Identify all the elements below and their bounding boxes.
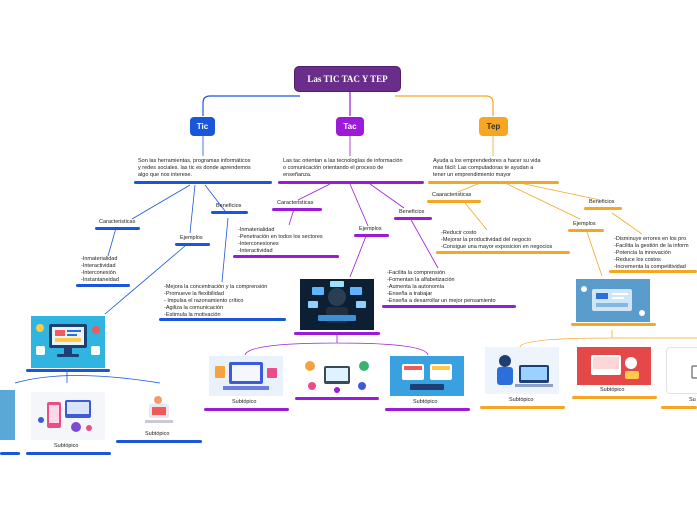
tic-caracteristicas-label[interactable]: Caracteristicas <box>99 219 136 225</box>
tic-description-underline <box>134 181 272 184</box>
tep-caracteristicas-label[interactable]: Caaracteristicas <box>432 192 472 198</box>
link-tac-car-text <box>288 208 295 226</box>
tic-description[interactable]: Son las herramientas, programas informát… <box>138 158 251 178</box>
tic-subtopic-1-image[interactable] <box>31 392 105 440</box>
tep-image-underline <box>571 323 656 326</box>
tep-caracteristicas-underline <box>427 200 481 203</box>
tac-caracteristicas-label[interactable]: Caracteristicas <box>277 200 314 206</box>
link-tep-car <box>457 182 481 193</box>
main-topic-tac[interactable]: Tac <box>336 117 364 136</box>
tac-technology-image[interactable] <box>300 279 374 330</box>
link-tac-img-subs <box>244 334 429 356</box>
tep-description[interactable]: Ayuda a los emprendedores a hacer su vid… <box>433 158 541 178</box>
tep-subtopic-1-image[interactable] <box>485 347 559 394</box>
tac-description-underline <box>278 181 424 184</box>
tic-computer-illustration[interactable] <box>31 316 105 368</box>
tep-ejemplos-label[interactable]: Ejemplos <box>573 221 596 227</box>
tac-caracteristicas-text-underline <box>233 255 339 258</box>
tic-subtopic-2-image[interactable] <box>141 392 176 428</box>
link-tic-car-text <box>107 227 117 257</box>
tep-caracteristicas-text-underline <box>436 251 570 254</box>
root-title-text: Las TIC TAC Y TEP <box>307 74 388 84</box>
tep-subtopic-1-label[interactable]: Subtópico <box>509 397 534 403</box>
tac-caracteristicas-underline <box>272 208 322 211</box>
tic-subtopic-left-image[interactable] <box>0 390 15 440</box>
tac-subtopic-2-underline <box>385 408 470 411</box>
tic-ejemplos-label[interactable]: Ejemplos <box>180 235 203 241</box>
tac-subtopic-1-underline <box>204 408 289 411</box>
root-title[interactable]: Las TIC TAC Y TEP <box>294 66 401 92</box>
link-tac-ben <box>369 183 405 209</box>
tep-caracteristicas-text[interactable]: -Reducir costo -Mejorar la productividad… <box>441 230 553 250</box>
link-tac-ben-text <box>409 217 439 269</box>
tep-subtopic-3-underline <box>661 406 697 409</box>
tep-business-image[interactable] <box>576 279 650 322</box>
link-tep-car-text <box>464 202 488 231</box>
link-tep-eje <box>504 182 581 220</box>
tep-subtopic-2-label[interactable]: Subtópico <box>600 387 625 393</box>
tic-subtopic-left-underline <box>0 452 20 455</box>
tic-subtopic-1-underline <box>26 452 111 455</box>
link-tac-eje <box>349 183 369 227</box>
tac-description[interactable]: Las tac orientan a las tecnologías de in… <box>283 158 403 178</box>
tac-caracteristicas-text[interactable]: -Inmaterialidad -Penetración en todos lo… <box>238 227 323 254</box>
tic-beneficios-text-underline <box>159 318 286 321</box>
link-root-tic <box>202 95 300 116</box>
main-topic-tic[interactable]: Tic <box>190 117 215 136</box>
main-topic-tep[interactable]: Tep <box>479 117 508 136</box>
tep-beneficios-text[interactable]: -Disminuye errores en los pro -Facilita … <box>614 236 689 270</box>
tac-subtopic-2-image[interactable] <box>390 356 464 396</box>
tac-beneficios-label[interactable]: Beneficios <box>399 209 425 215</box>
tep-subtopic-2-underline <box>572 396 657 399</box>
tep-beneficios-label[interactable]: Beneficios <box>589 199 615 205</box>
tic-caracteristicas-text-underline <box>76 284 130 287</box>
tep-beneficios-underline <box>584 207 622 210</box>
link-tep-ben-text <box>611 212 643 235</box>
tac-image-underline <box>294 332 380 335</box>
tic-ejemplos-underline <box>175 243 210 246</box>
tac-center-subimage[interactable] <box>300 356 374 396</box>
tac-subtopic-2-label[interactable]: Subtópico <box>413 399 438 405</box>
link-tic-ben <box>204 184 226 212</box>
tep-ejemplos-underline <box>568 229 604 232</box>
link-tep-ben <box>519 182 601 201</box>
link-tic-ben-text <box>221 217 229 283</box>
tac-beneficios-text[interactable]: -Facilita la comprensión -Fomentan la al… <box>387 270 496 304</box>
tic-beneficios-label[interactable]: Beneficios <box>216 203 242 209</box>
tep-subtopic-3-label[interactable]: Su <box>689 397 696 403</box>
tep-subtopic-2-image[interactable] <box>577 347 651 385</box>
tep-description-underline <box>428 181 559 184</box>
tic-label: Tic <box>196 122 209 131</box>
link-tac-car <box>297 183 331 201</box>
link-tac-eje-img <box>349 235 367 278</box>
tac-center-subimage-underline <box>295 397 379 400</box>
tic-beneficios-underline <box>211 211 248 214</box>
link-tic-img-subs <box>14 370 161 384</box>
tep-beneficios-text-underline <box>609 270 697 273</box>
link-tic-eje-img <box>104 245 186 315</box>
tac-label: Tac <box>343 122 357 131</box>
tic-subtopic-1-label[interactable]: Subtópico <box>54 443 79 449</box>
tep-subtopic-3-image[interactable] <box>666 347 697 394</box>
tic-subtopic-2-label[interactable]: Subtópico <box>145 431 170 437</box>
link-tep-eje-img <box>586 231 603 277</box>
tac-ejemplos-underline <box>354 234 389 237</box>
tac-subtopic-1-image[interactable] <box>209 356 283 396</box>
tac-ejemplos-label[interactable]: Ejemplos <box>359 226 382 232</box>
tac-beneficios-text-underline <box>382 305 516 308</box>
tep-subtopic-1-underline <box>480 406 565 409</box>
tac-subtopic-1-label[interactable]: Subtópico <box>232 399 257 405</box>
tic-image-underline <box>26 369 110 372</box>
tic-subtopic-2-underline <box>116 440 202 443</box>
tic-beneficios-text[interactable]: -Mejora la concentración y la comprensió… <box>164 284 268 318</box>
link-root-tep <box>395 95 494 116</box>
tep-label: Tep <box>486 122 501 131</box>
link-tic-eje <box>189 184 196 234</box>
tic-caracteristicas-underline <box>95 227 140 230</box>
tac-beneficios-underline <box>394 217 432 220</box>
link-tep-img-subs <box>519 330 697 348</box>
link-tic-car <box>131 184 191 220</box>
tic-caracteristicas-text[interactable]: -Inmaterialidad -Interactividad -Interco… <box>81 256 119 283</box>
